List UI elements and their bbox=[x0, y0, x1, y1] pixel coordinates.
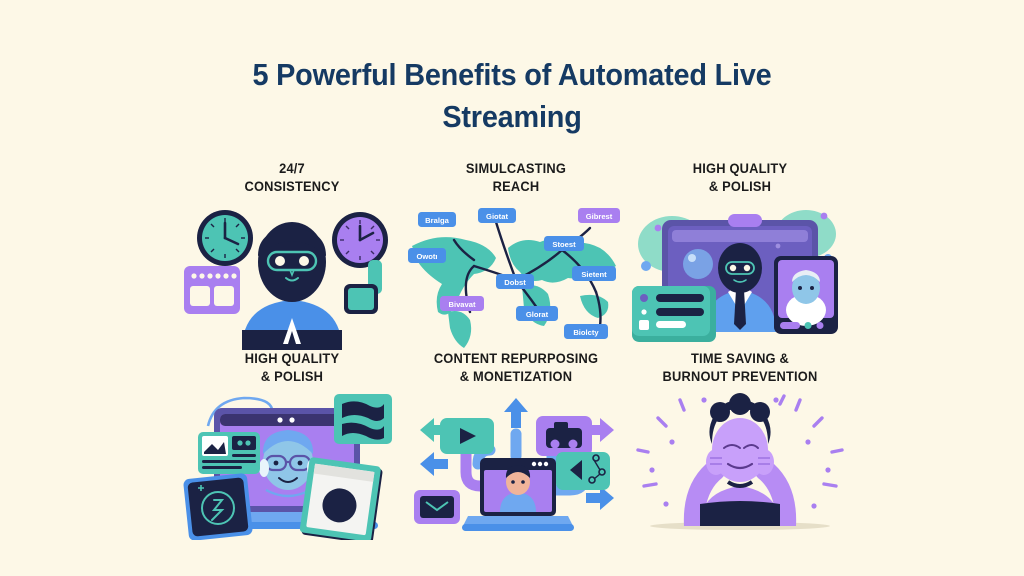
benefit-card-consistency: 24/7 CONSISTENCY bbox=[180, 160, 404, 350]
label-line-2: REACH bbox=[492, 179, 540, 194]
map-label: Stoest bbox=[552, 240, 576, 249]
laptop-editing-illustration bbox=[180, 390, 404, 540]
label-line-2: BURNOUT PREVENTION bbox=[662, 369, 818, 384]
benefit-card-label: CONTENT REPURPOSING & MONETIZATION bbox=[408, 350, 623, 386]
map-label: Owotı bbox=[416, 252, 437, 261]
label-line-2: & MONETIZATION bbox=[459, 369, 573, 384]
benefit-card-time-saving: TIME SAVING & BURNOUT PREVENTION bbox=[628, 350, 852, 540]
map-label: Bivavat bbox=[448, 300, 475, 309]
map-label: Glorat bbox=[526, 310, 549, 319]
benefit-card-label: HIGH QUALITY & POLISH bbox=[632, 160, 847, 196]
content-distribution-hub-illustration bbox=[404, 390, 628, 540]
label-line-2: CONSISTENCY bbox=[244, 179, 340, 194]
world-map-nodes-illustration: Bralga Owotı Giotat Dobst Stoest Gibrest… bbox=[404, 200, 628, 350]
map-label: Gibrest bbox=[586, 212, 613, 221]
video-broadcast-monitor-illustration bbox=[628, 200, 852, 350]
benefit-card-label: TIME SAVING & BURNOUT PREVENTION bbox=[632, 350, 847, 386]
person-clocks-illustration bbox=[180, 200, 404, 350]
relaxed-person-illustration bbox=[628, 390, 852, 540]
label-line-1: TIME SAVING & bbox=[691, 351, 789, 366]
benefit-card-label: HIGH QUALITY & POLISH bbox=[184, 350, 399, 386]
map-label: Biolcty bbox=[573, 328, 599, 337]
label-line-1: CONTENT REPURPOSING bbox=[433, 351, 599, 366]
label-line-1: 24/7 bbox=[279, 161, 305, 176]
benefit-card-quality-broadcast: HIGH QUALITY & POLISH bbox=[628, 160, 852, 350]
label-line-1: HIGH QUALITY bbox=[692, 161, 788, 176]
benefit-card-simulcasting: SIMULCASTING REACH bbox=[404, 160, 628, 350]
label-line-1: SIMULCASTING bbox=[465, 161, 567, 176]
map-label: Sietent bbox=[581, 270, 607, 279]
benefit-card-label: 24/7 CONSISTENCY bbox=[184, 160, 399, 196]
benefit-card-repurposing: CONTENT REPURPOSING & MONETIZATION bbox=[404, 350, 628, 540]
page-title: 5 Powerful Benefits of Automated Live St… bbox=[205, 54, 819, 138]
benefit-card-quality-editing: HIGH QUALITY & POLISH bbox=[180, 350, 404, 540]
page-title-text: 5 Powerful Benefits of Automated Live St… bbox=[252, 57, 772, 134]
benefits-grid: 24/7 CONSISTENCY bbox=[180, 160, 852, 540]
map-label: Bralga bbox=[425, 216, 449, 225]
map-label: Giotat bbox=[486, 212, 508, 221]
map-label: Dobst bbox=[504, 278, 526, 287]
benefit-card-label: SIMULCASTING REACH bbox=[408, 160, 623, 196]
label-line-2: & POLISH bbox=[708, 179, 772, 194]
label-line-1: HIGH QUALITY bbox=[244, 351, 340, 366]
label-line-2: & POLISH bbox=[260, 369, 324, 384]
